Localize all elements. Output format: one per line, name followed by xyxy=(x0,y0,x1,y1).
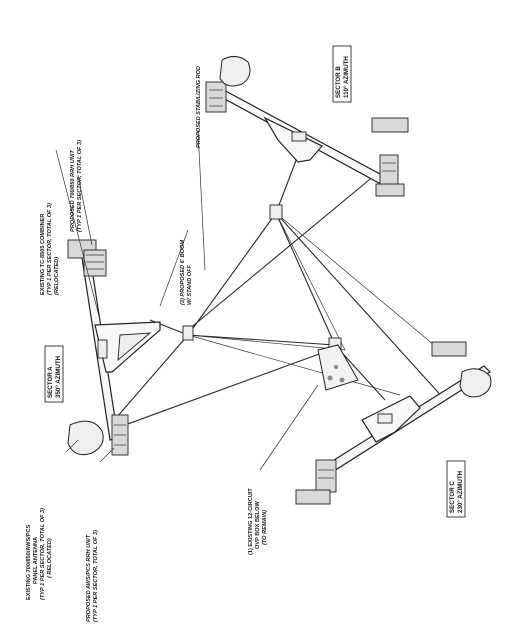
callout-panel-antenna-line-3: (TYP 1 PER SECTOR, TOTAL OF 3) xyxy=(40,508,46,600)
joint-a xyxy=(182,325,194,341)
sector-b-mount xyxy=(205,56,409,197)
sector-a-combiner xyxy=(97,339,108,359)
callout-ovp-box-line-3: (TO REMAIN) xyxy=(262,510,268,545)
leader-stab-rod xyxy=(197,129,206,271)
callout-panel-antenna-line-1: EXISTING 700/850/AWS/PCS xyxy=(26,524,32,600)
leader-lines xyxy=(55,129,319,471)
callout-ovp-box: (1) EXISTING 12-CIRCUIT OVP BOX BELOW (T… xyxy=(248,488,268,555)
frame-brace-2 xyxy=(275,212,346,351)
frame-brace-3 xyxy=(275,212,441,351)
ovp-box xyxy=(317,344,359,391)
sector-b-label: SECTOR B 110° AZIMUTH xyxy=(332,45,352,103)
sector-c-combiner xyxy=(377,413,393,424)
stabilizing-rod xyxy=(187,174,376,331)
sector-a-label: SECTOR A 350° AZIMUTH xyxy=(44,345,64,403)
sector-a-mount xyxy=(67,239,161,456)
sector-b-rrh-2 xyxy=(371,117,409,133)
sector-c-rrh-1 xyxy=(431,341,467,357)
frame-leg-bc xyxy=(275,212,336,346)
leader-panel xyxy=(65,439,79,453)
joint-b xyxy=(269,204,283,220)
callout-combiner-line-1: EXISTING TC-8505 COMBINER xyxy=(40,214,46,295)
sector-c-azimuth: 230° AZIMUTH xyxy=(457,470,464,513)
callout-panel-antenna: EXISTING 700/850/AWS/PCS PANEL ANTENNA (… xyxy=(26,508,53,600)
callout-panel-antenna-line-4: ( RELOCATED) xyxy=(47,538,53,578)
frame-leg-ab xyxy=(187,212,277,336)
callout-boom: (3) PROPOSED 6' BOOM W/ STAND OFF xyxy=(180,240,193,305)
sector-c-rrh-3 xyxy=(295,489,331,505)
callout-combiner-line-3: (RELOCATED) xyxy=(54,257,60,295)
callout-rrh-700-line-2: (TYP 1 PER SECTOR, TOTAL OF 3) xyxy=(77,140,83,232)
leader-ovp xyxy=(259,384,319,471)
sector-c-name: SECTOR C xyxy=(449,481,456,513)
leader-combiner xyxy=(55,149,101,321)
frame-brace-1 xyxy=(187,334,346,351)
callout-rrh-aws-line-1: PROPOSED AWS/PCS RRH UNIT xyxy=(86,534,92,622)
sector-c-mount xyxy=(295,341,492,505)
leader-rrh-aws xyxy=(99,447,115,463)
frame-leg-ac xyxy=(187,334,336,346)
sector-b-rrh-1 xyxy=(205,81,227,113)
callout-ovp-box-line-1: (1) EXISTING 12-CIRCUIT xyxy=(248,488,254,555)
sector-c-label: SECTOR C 230° AZIMUTH xyxy=(446,460,466,518)
sector-b-azimuth: 110° AZIMUTH xyxy=(343,56,350,98)
callout-rrh-aws: PROPOSED AWS/PCS RRH UNIT (TYP 1 PER SEC… xyxy=(86,530,99,622)
sector-c-rrh-2 xyxy=(315,459,337,493)
sector-c-panel-antenna xyxy=(459,368,492,398)
sector-a-standoff-gusset xyxy=(117,332,152,362)
callout-panel-antenna-line-2: PANEL ANTENNA xyxy=(33,537,39,584)
sector-b-rrh-3 xyxy=(379,154,399,186)
callout-boom-line-2: W/ STAND OFF xyxy=(187,264,193,305)
sector-b-rrh-4 xyxy=(375,183,405,197)
callout-ovp-box-line-2: OVP BOX BELOW xyxy=(255,501,261,549)
leader-boom xyxy=(159,229,189,307)
sector-a-name: SECTOR A xyxy=(47,366,54,398)
tie-a-c xyxy=(124,349,331,426)
leader-rrh-700 xyxy=(77,174,93,246)
sector-a-rrh-700-body xyxy=(83,249,107,277)
callout-combiner-line-2: (TYP 1 PER SECTOR, TOTAL OF 3) xyxy=(47,203,53,295)
callout-combiner: EXISTING TC-8505 COMBINER (TYP 1 PER SEC… xyxy=(40,203,60,295)
sector-b-combiner xyxy=(291,131,307,142)
sector-a-panel-antenna xyxy=(67,420,104,456)
callout-rrh-700: PROPOSED 700/850 RRH UNIT (TYP 1 PER SEC… xyxy=(70,140,83,232)
callout-rrh-700-line-1: PROPOSED 700/850 RRH UNIT xyxy=(70,150,76,232)
callout-stabilizing-rod-line-1: PROPOSED STABILIZING ROD xyxy=(196,66,202,148)
tie-a-low xyxy=(109,334,189,426)
callout-rrh-aws-line-2: (TYP 1 PER SECTOR, TOTAL OF 3) xyxy=(93,530,99,622)
frame-brace-4 xyxy=(187,334,401,396)
callout-boom-line-1: (3) PROPOSED 6' BOOM xyxy=(180,240,186,305)
sector-a-azimuth: 350° AZIMUTH xyxy=(55,355,62,398)
sector-b-name: SECTOR B xyxy=(335,66,342,98)
tie-b-c xyxy=(275,212,446,401)
sector-b-panel-antenna xyxy=(219,56,251,87)
callout-stabilizing-rod: PROPOSED STABILIZING ROD xyxy=(196,66,202,148)
